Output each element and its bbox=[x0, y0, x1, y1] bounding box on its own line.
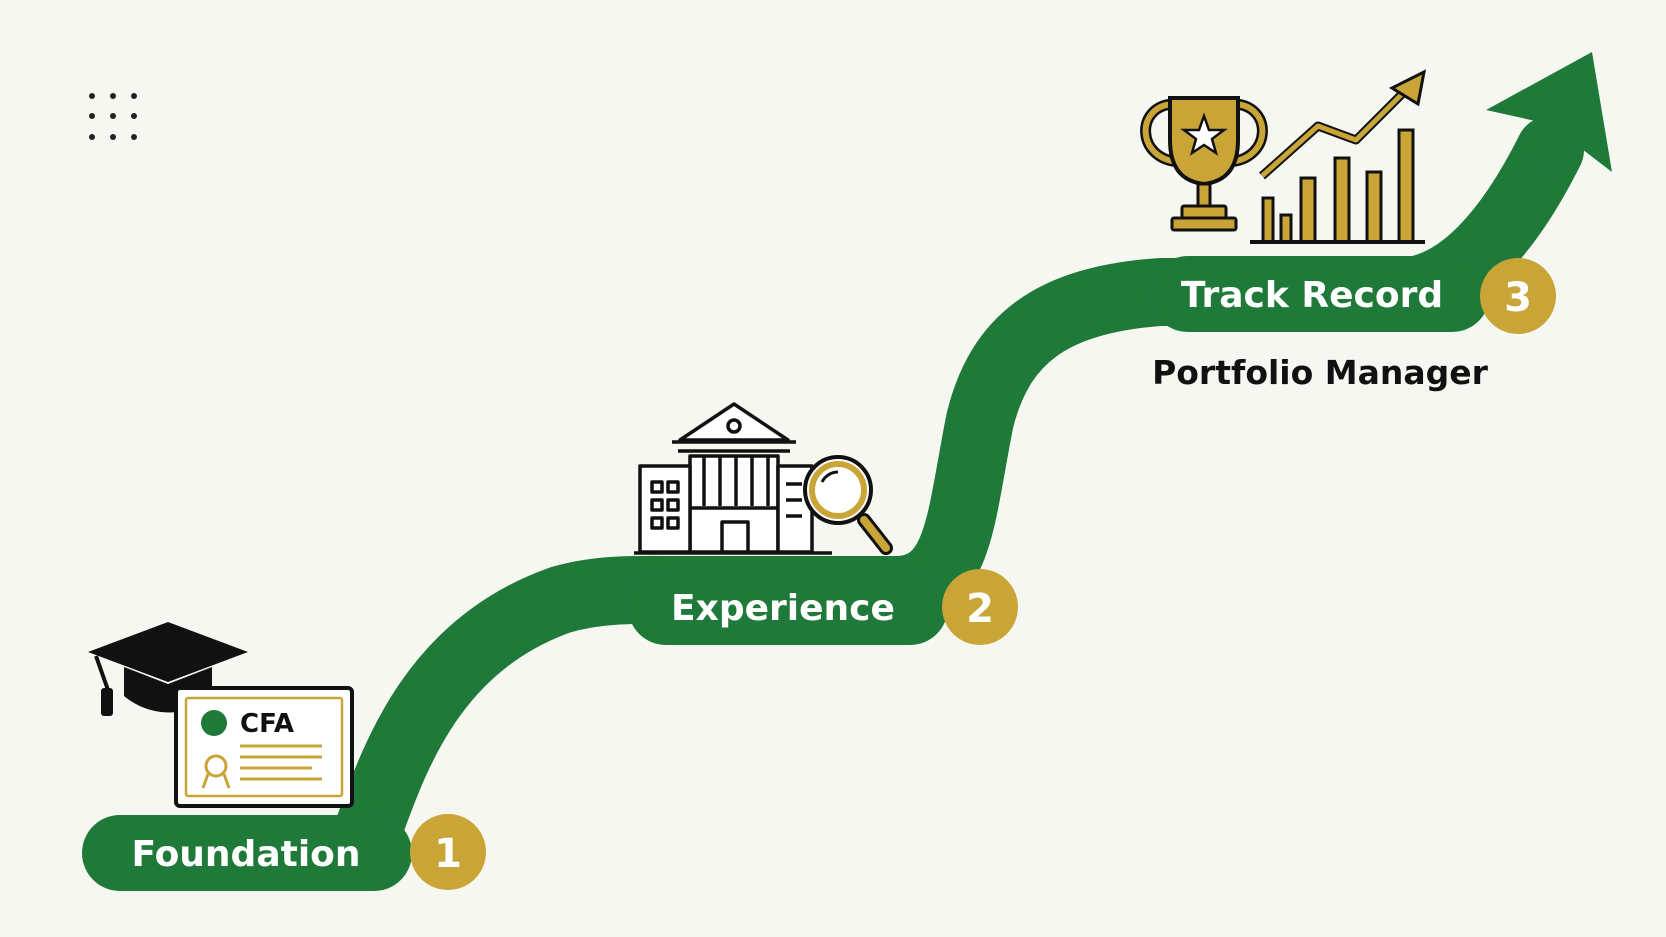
stage-label-foundation: Foundation bbox=[131, 834, 360, 875]
stage-pill-experience bbox=[628, 569, 948, 645]
stage-label-track-record: Track Record bbox=[1181, 275, 1443, 316]
stage-badge-1 bbox=[410, 814, 486, 890]
stage-experience: Experience 2 bbox=[628, 569, 1018, 645]
growth-chart-icon bbox=[1250, 69, 1427, 244]
stage-pill-foundation bbox=[82, 815, 412, 891]
ribbon-seal-icon bbox=[204, 754, 228, 778]
stage-track-record: Track Record 3 Portfolio Manager bbox=[1150, 256, 1556, 392]
stage-subtitle-track-record: Portfolio Manager bbox=[1152, 353, 1489, 392]
trophy-icon bbox=[1140, 96, 1268, 232]
arrow-head-icon bbox=[1486, 52, 1612, 180]
seal-icon bbox=[201, 710, 227, 736]
stage-number-1: 1 bbox=[434, 831, 462, 877]
stage-number-2: 2 bbox=[966, 586, 994, 632]
career-path-line bbox=[326, 116, 1584, 886]
stage-badge-3 bbox=[1480, 258, 1556, 334]
stage-pill-track-record bbox=[1150, 256, 1490, 332]
dot-grid-icon bbox=[89, 93, 137, 140]
stage-label-experience: Experience bbox=[671, 588, 895, 629]
magnifier-icon bbox=[803, 455, 893, 555]
career-path bbox=[326, 52, 1612, 886]
star-icon bbox=[1180, 112, 1228, 156]
institution-building-icon bbox=[634, 402, 832, 555]
cfa-certificate-icon: CFA bbox=[174, 686, 354, 808]
stage-badge-2 bbox=[942, 569, 1018, 645]
arrow-up-icon bbox=[1388, 69, 1427, 107]
stage-foundation: Foundation 1 bbox=[82, 814, 486, 891]
certificate-text: CFA bbox=[240, 709, 294, 739]
stage-number-3: 3 bbox=[1504, 275, 1532, 321]
